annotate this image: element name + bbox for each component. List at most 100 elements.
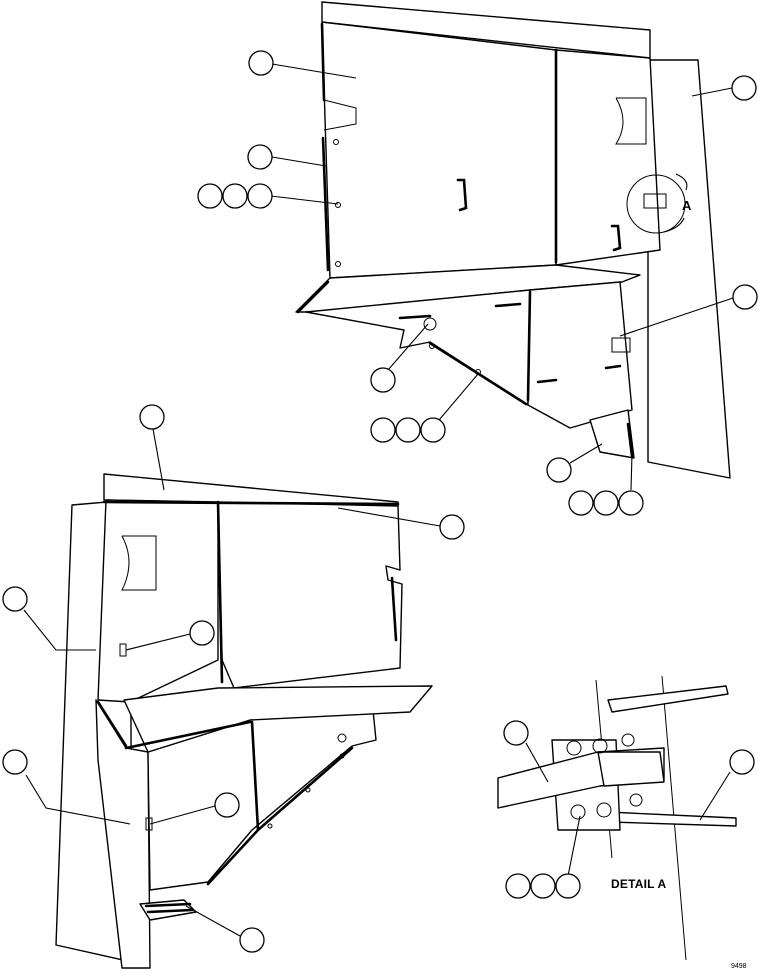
callout-balloon [189,620,215,646]
top-hole-3 [335,261,341,267]
top-right-notch [615,97,647,145]
detail-bolt-3 [570,804,586,820]
leader [525,742,549,783]
top-rear-panel [647,59,731,479]
figure-code: 9498 [731,963,747,970]
callout-balloons [2,50,758,953]
detail-bolt-2 [592,738,608,754]
top-rim [321,1,651,59]
callout-balloon [555,873,581,899]
bottom-edge-top [102,500,400,506]
top-handle-1 [456,178,468,212]
bottom-hole-2 [305,787,311,793]
top-edge-6 [428,341,528,406]
callout-balloon [439,514,465,540]
callout-balloon [248,50,274,76]
callout-balloon [505,873,531,899]
detail-a-label: DETAIL A [611,877,667,891]
bottom-hole-1 [339,753,345,759]
leader [337,507,441,527]
top-assembly [295,1,731,479]
callout-balloon [729,749,755,775]
callout-balloon [420,417,446,443]
top-handle-2 [610,224,622,252]
detail-a-view-circle [626,174,686,234]
leader [185,905,241,937]
top-cabinet-right [555,49,661,266]
callout-balloon [530,873,556,899]
top-edge-4 [296,280,330,314]
callout-balloon [197,183,223,209]
bottom-edge-center [250,720,260,832]
callout-balloon [2,749,28,775]
leader [271,63,357,79]
top-hole-1 [333,139,339,145]
top-slot-3 [536,378,558,384]
detail-a-view [497,675,737,961]
top-slot-2 [494,302,522,308]
callout-balloon [732,284,758,310]
callout-balloon [2,586,28,612]
top-slot-4 [604,364,622,370]
bottom-cabinet-left [97,499,219,703]
leader [152,428,165,491]
callout-balloon [593,490,619,516]
top-edge-5 [526,290,532,402]
bottom-assembly [55,473,433,969]
bottom-step-tread-1 [144,902,192,908]
leader [433,373,479,427]
top-hole-4 [429,343,435,349]
callout-balloon [370,367,396,393]
bottom-edge-divider [216,500,224,684]
bottom-cabinet-right [217,501,403,689]
callout-balloon [618,490,644,516]
callout-balloon [731,75,757,101]
top-latch [643,193,667,209]
leader [569,443,603,464]
bottom-edge-right [390,576,398,642]
leader [630,453,633,491]
view-arrow-bottom [663,217,685,233]
detail-top-rail [607,685,729,713]
bottom-notch [121,535,157,591]
top-fastener-strip [626,422,634,458]
leader [125,633,191,651]
leader [23,609,96,651]
top-left-notch [323,99,357,131]
top-hole-2 [335,202,341,208]
bottom-edge-corner [96,700,128,748]
callout-balloon [395,417,421,443]
detail-bottom-rail [607,811,737,827]
leader [691,87,733,97]
top-slot-1 [398,314,432,320]
top-edge-2 [321,136,330,272]
detail-bolt-5 [621,733,635,747]
callout-balloon [239,927,265,953]
callout-balloon [503,720,529,746]
leader [149,805,216,825]
bottom-shelf [123,685,433,753]
detail-bolt-6 [629,793,643,807]
bottom-edge-slope [256,746,354,832]
top-side-latch [611,337,631,353]
leader [699,771,731,821]
top-cabinet-left [321,21,557,279]
top-lower-tray-right [527,281,633,429]
leader-lines [23,63,734,937]
callout-balloon [370,417,396,443]
leader [270,195,339,205]
detail-latch-head [597,751,665,787]
leader [387,323,429,371]
leader [619,297,734,337]
view-arrow-top [675,173,688,191]
callout-balloon [546,457,572,483]
callout-balloon [247,144,273,170]
callout-balloon [214,792,240,818]
bottom-step-tread-2 [146,908,194,914]
detail-bolt-4 [596,802,612,818]
leader [25,774,131,825]
bottom-edge-lower [206,828,260,886]
detail-bolt-1 [566,740,582,756]
leader [567,815,581,877]
